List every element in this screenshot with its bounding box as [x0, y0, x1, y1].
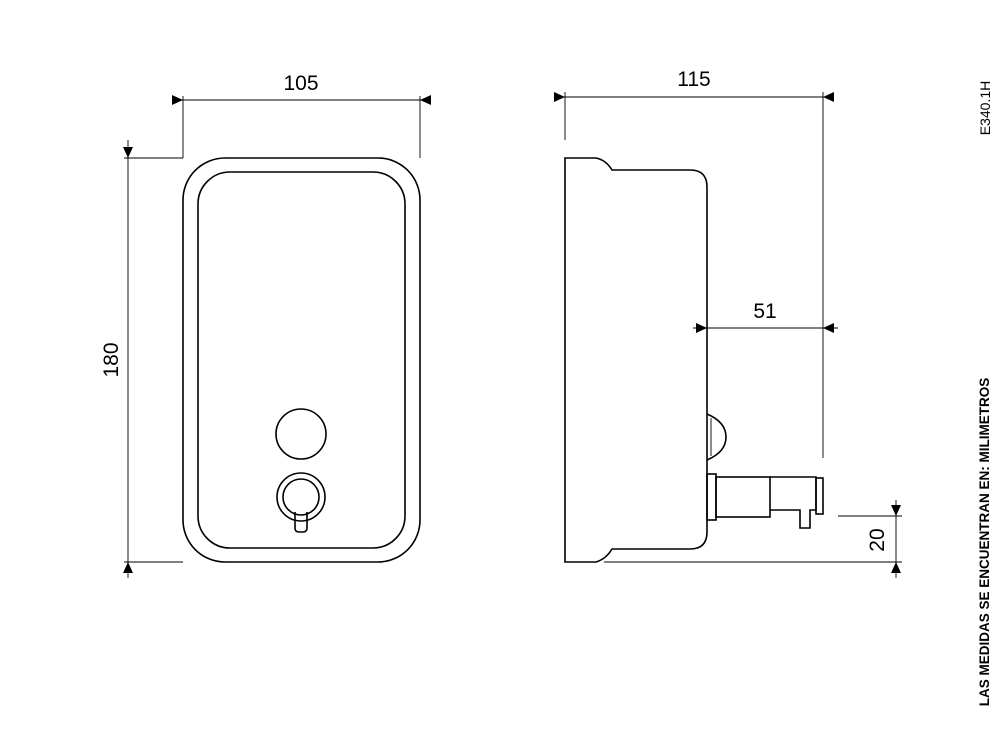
dim-front-height: 180	[100, 140, 183, 578]
push-button-outer	[276, 472, 326, 522]
nozzle-depth-label: 51	[753, 300, 776, 323]
dim-nozzle-height: 20	[604, 500, 902, 578]
side-nozzle-base	[706, 473, 717, 521]
front-inner-panel	[197, 171, 406, 549]
side-refill-cap	[706, 413, 727, 461]
front-view	[182, 157, 421, 563]
side-view	[564, 157, 824, 563]
side-body	[564, 157, 708, 563]
nozzle-height-label: 20	[866, 528, 889, 551]
dim-nozzle-depth: 51	[693, 300, 838, 333]
drawing-code: E340.1H	[977, 81, 993, 135]
front-outer-body	[182, 157, 421, 563]
units-note: LAS MEDIDAS SE ENCUENTRAN EN: MILIMETROS	[977, 378, 992, 707]
side-lever-tip	[815, 477, 824, 515]
side-push-lever	[770, 476, 817, 529]
dim-front-width: 105	[172, 72, 431, 158]
push-button-inner	[282, 478, 320, 516]
side-depth-label: 115	[677, 68, 710, 91]
refill-cap	[275, 408, 327, 460]
front-nozzle	[294, 512, 308, 533]
dim-side-depth: 115	[554, 68, 834, 458]
front-height-label: 180	[100, 342, 123, 377]
front-width-label: 105	[283, 72, 318, 95]
side-nozzle-tube	[715, 476, 771, 518]
